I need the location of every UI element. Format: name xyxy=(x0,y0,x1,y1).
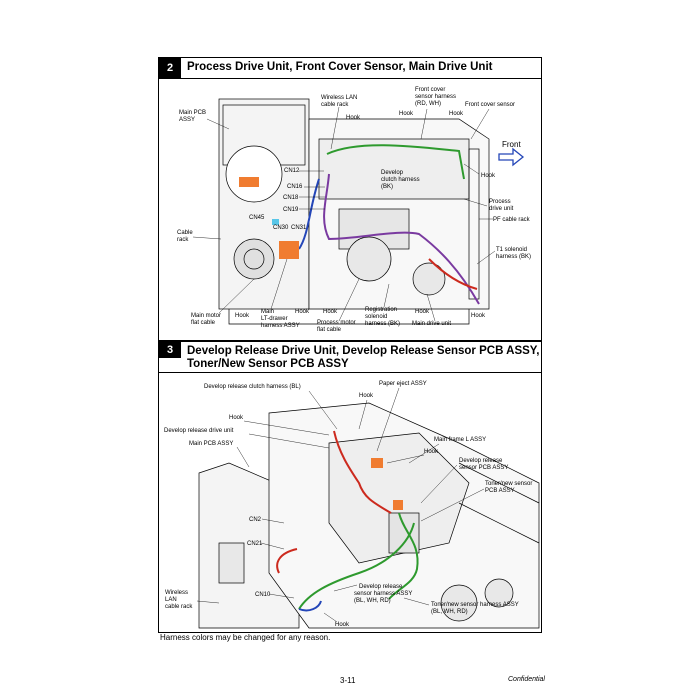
cn16-label: CN16 xyxy=(287,184,303,190)
dr-sensor-label-1: Develop release xyxy=(459,458,503,464)
dc-harness-label-1: Develop xyxy=(381,170,404,176)
reg-sol-label-2: solenoid xyxy=(365,314,387,320)
cn21-label: CN21 xyxy=(247,541,263,547)
process-drive-diagram: Front Main PCB ASSY Wireless LAN cable r… xyxy=(177,87,531,333)
t1-label-1: T1 solenoid xyxy=(496,247,527,253)
green-harness xyxy=(326,144,465,180)
hook-label: Hook xyxy=(399,111,414,117)
orange-connector xyxy=(279,241,299,259)
green-harness xyxy=(298,522,415,610)
hook-label: Hook xyxy=(229,415,244,421)
paper-eject-label: Paper eject ASSY xyxy=(379,381,427,387)
dr-unit-label: Develop release drive unit xyxy=(164,428,234,434)
main-pcb-label-1: Main PCB xyxy=(179,110,206,116)
hook-label: Hook xyxy=(235,313,250,319)
lt-drawer-label-3: harness ASSY xyxy=(261,323,300,329)
toner-sensor-label-1: Toner/new sensor xyxy=(485,481,532,487)
front-label: Front xyxy=(502,140,521,149)
cn30-label: CN30 xyxy=(273,225,289,231)
mm-flat-label-1: Main motor xyxy=(191,313,221,319)
section-title: Process Drive Unit, Front Cover Sensor, … xyxy=(187,61,493,73)
green-harness xyxy=(388,512,419,600)
develop-release-diagram: Develop release clutch harness (BL) Pape… xyxy=(164,381,540,629)
section-number: 3 xyxy=(159,342,181,358)
main-pcb-label-2: ASSY xyxy=(179,117,195,123)
purple-harness xyxy=(323,173,480,305)
fc-harness-label-2: sensor harness xyxy=(415,94,456,100)
wlan-rack-label-1: Wireless xyxy=(165,590,188,596)
wlan-rack-label-3: cable rack xyxy=(165,604,193,610)
reg-sol-label-1: Registration xyxy=(365,307,397,313)
hook-label: Hook xyxy=(346,115,361,121)
t1-label-2: harness (BK) xyxy=(496,254,531,260)
fc-sensor-label: Front cover sensor xyxy=(465,102,515,108)
lt-drawer-label-1: Main xyxy=(261,309,274,315)
drs-harness-label-2: sensor harness ASSY xyxy=(354,591,412,597)
wlan-rack-label-1: Wireless LAN xyxy=(321,95,357,101)
cn19-label: CN19 xyxy=(283,207,299,213)
section-process-drive: 2 Process Drive Unit, Front Cover Sensor… xyxy=(158,57,542,341)
page-number: 3-11 xyxy=(340,676,356,685)
fc-harness-label-1: Front cover xyxy=(415,87,445,93)
reg-sol-label-3: harness (BK) xyxy=(365,321,400,327)
cn12-label: CN12 xyxy=(284,168,300,174)
section-header: 2 Process Drive Unit, Front Cover Sensor… xyxy=(159,58,541,79)
hook-label: Hook xyxy=(295,309,310,315)
hook-label: Hook xyxy=(359,393,374,399)
dc-harness-label-3: (BK) xyxy=(381,184,393,190)
cable-rack-label-2: rack xyxy=(177,237,189,243)
hook-label: Hook xyxy=(335,622,350,628)
section-title: Develop Release Drive Unit, Develop Rele… xyxy=(181,342,539,371)
main-frame-label: Main frame L ASSY xyxy=(434,437,486,443)
wlan-rack-label-2: cable rack xyxy=(321,102,349,108)
toner-sensor-label-2: PCB ASSY xyxy=(485,488,515,494)
cn31-label: CN31 xyxy=(291,225,307,231)
hook-label: Hook xyxy=(471,313,486,319)
hook-label: Hook xyxy=(415,309,430,315)
wlan-rack-label-2: LAN xyxy=(165,597,177,603)
section-header: 3 Develop Release Drive Unit, Develop Re… xyxy=(159,342,541,373)
hook-label: Hook xyxy=(481,173,496,179)
proc-drive-label-1: Process xyxy=(489,199,511,205)
red-harness xyxy=(276,548,298,574)
cn18-label: CN18 xyxy=(283,195,299,201)
drc-harness-label: Develop release clutch harness (BL) xyxy=(204,384,301,390)
mm-flat-label-2: flat cable xyxy=(191,320,216,326)
hook-label: Hook xyxy=(323,309,338,315)
harness-color-note: Harness colors may be changed for any re… xyxy=(160,633,331,642)
lt-drawer-label-2: LT-drawer xyxy=(261,316,288,322)
main-pcb-label: Main PCB ASSY xyxy=(189,441,233,447)
orange-connector xyxy=(239,177,259,187)
pm-flat-label-1: Process motor xyxy=(317,320,356,326)
pf-rack-label: PF cable rack xyxy=(493,217,531,223)
drs-harness-label-3: (BL, WH, RD) xyxy=(354,598,391,604)
hook-label: Hook xyxy=(449,111,464,117)
section-title-line-2: Toner/New Sensor PCB ASSY xyxy=(187,358,349,370)
tns-harness-label-1: Toner/new sensor harness ASSY xyxy=(431,602,519,608)
cn45-label: CN45 xyxy=(249,215,265,221)
front-arrow-icon xyxy=(498,147,525,167)
section-number: 2 xyxy=(159,58,181,78)
dc-harness-label-2: clutch harness xyxy=(381,177,420,183)
hook-label: Hook xyxy=(424,449,439,455)
cn2-label: CN2 xyxy=(249,517,262,523)
section-title-line-1: Develop Release Drive Unit, Develop Rele… xyxy=(187,345,540,357)
drs-harness-label-1: Develop release xyxy=(359,584,403,590)
cable-rack-label-1: Cable xyxy=(177,230,193,236)
main-drive-label: Main drive unit xyxy=(412,321,451,327)
dr-sensor-label-2: sensor PCB ASSY xyxy=(459,465,508,471)
pm-flat-label-2: flat cable xyxy=(317,327,342,333)
red-harness xyxy=(333,430,392,514)
confidential-label: Confidential xyxy=(508,676,545,683)
tns-harness-label-2: (BL, WH, RD) xyxy=(431,609,468,615)
orange-connector xyxy=(371,458,383,468)
cn10-label: CN10 xyxy=(255,592,271,598)
fc-harness-label-3: (RD, WH) xyxy=(415,101,441,107)
blue-harness xyxy=(298,600,322,612)
orange-connector xyxy=(393,500,403,510)
cyan-connector xyxy=(272,219,279,225)
section-develop-release: 3 Develop Release Drive Unit, Develop Re… xyxy=(158,341,542,633)
red-harness xyxy=(428,258,478,290)
proc-drive-label-2: drive unit xyxy=(489,206,514,212)
